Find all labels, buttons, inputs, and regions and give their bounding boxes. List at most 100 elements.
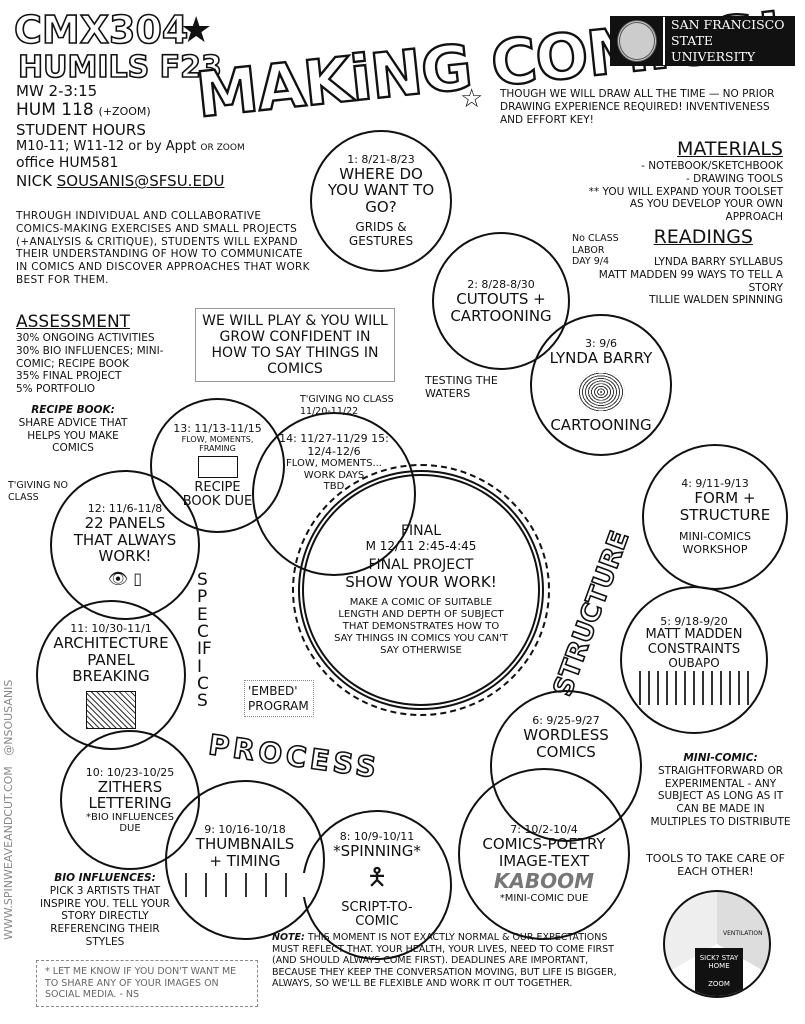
- specifics-label: SPECIFICS: [197, 570, 212, 712]
- no-class-labor-day: No CLASS LABOR DAY 9/4: [572, 233, 619, 268]
- week-title: *SPINNING*: [333, 842, 421, 860]
- materials-item: ** YOU WILL EXPAND YOUR TOOLSET AS YOU D…: [588, 185, 783, 224]
- social-media-note: * LET ME KNOW IF YOU DON'T WANT ME TO SH…: [36, 960, 258, 1007]
- kaboom-text: KABOOM: [493, 869, 595, 894]
- week-title: FLOW, MOMENTS, FRAMING: [181, 434, 254, 453]
- week-sub: MINI-COMICS WORKSHOP: [679, 530, 751, 556]
- week-sub: GRIDS & GESTURES: [348, 220, 414, 249]
- spiral-icon: [577, 370, 625, 413]
- week-date: 11: 10/30-11/1: [70, 622, 152, 635]
- week-title: FORM + STRUCTURE: [679, 489, 771, 524]
- week-title: THUMBNAILS + TIMING: [195, 835, 295, 870]
- room-note: (+ZOOM): [98, 105, 151, 119]
- mini-comic-text: STRAIGHTFORWARD OR EXPERIMENTAL - ANY SU…: [650, 764, 791, 828]
- course-code: CMX304: [13, 7, 189, 53]
- embed-program: 'EMBED' PROGRAM: [244, 680, 314, 718]
- hours: M10-11; W11-12 or by Appt: [16, 139, 197, 155]
- week-title: MATT MADDEN CONSTRAINTS: [645, 627, 743, 657]
- week-title: CUTOUTS + CARTOONING: [450, 290, 552, 325]
- week-date: 5: 9/18-9/20: [660, 615, 728, 629]
- email-link[interactable]: SOUSANIS@SFSU.EDU: [56, 172, 225, 191]
- seal-icon: [617, 20, 658, 62]
- logo-line1: SAN FRANCISCO: [671, 16, 785, 32]
- week-sub: OUBAPO: [668, 655, 720, 670]
- sick-text: SICK? STAY HOME: [699, 954, 739, 970]
- materials-heading: MATERIALS: [677, 138, 783, 160]
- week-date: 1: 8/21-8/23: [347, 152, 415, 166]
- maze-icon: [639, 670, 749, 705]
- assessment-item: 30% ONGOING ACTIVITIES: [16, 332, 155, 344]
- instructor: NICK: [16, 172, 52, 191]
- office: office HUM581: [16, 155, 119, 172]
- panel-break-icon: [86, 690, 136, 729]
- play-box: WE WILL PLAY & YOU WILL GROW CONFIDENT I…: [195, 308, 395, 382]
- star-icon: ☆: [460, 84, 484, 114]
- zoom-text: ZOOM: [708, 980, 730, 988]
- week-date: 2: 8/28-8/30: [467, 278, 535, 291]
- final-title2: SHOW YOUR WORK!: [345, 572, 497, 591]
- schedule: MW 2-3:15: [16, 82, 98, 100]
- materials-item: - NOTEBOOK/SKETCHBOOK: [641, 160, 783, 172]
- week-sub: SCRIPT-TO-COMIC: [341, 899, 413, 929]
- assessment-item: 35% FINAL PROJECT: [16, 370, 122, 383]
- course-description: THROUGH INDIVIDUAL AND COLLABORATIVE COM…: [16, 210, 310, 286]
- final-time: M 12/11 2:45-4:45: [365, 538, 477, 553]
- logo-line2: STATE UNIVERSITY: [671, 32, 756, 65]
- sfsu-logo: SAN FRANCISCO STATE UNIVERSITY: [610, 16, 795, 66]
- assessment-heading: ASSESSMENT: [16, 312, 131, 332]
- recipe-label: RECIPE BOOK:: [31, 404, 115, 416]
- stay-home-icon: SICK? STAY HOME ZOOM: [695, 948, 743, 996]
- week-title: ARCHITECTURE PANEL BREAKING: [53, 634, 169, 685]
- week-title: COMICS-POETRY IMAGE-TEXT: [482, 835, 606, 870]
- process-label: PROCESS: [206, 727, 383, 785]
- care-circle: SICK? STAY HOME ZOOM VENTILATION: [663, 890, 771, 998]
- week-date: 7: 10/2-10/4: [510, 823, 578, 837]
- week-date: 8: 10/9-10/11: [339, 830, 415, 843]
- bio-label: BIO INFLUENCES:: [54, 872, 156, 884]
- week-note: *MINI-COMIC DUE: [499, 893, 589, 905]
- week-sub: RECIPE BOOK DUE: [182, 479, 253, 510]
- week-sub: WORK DAYS TBD: [303, 469, 365, 493]
- testing-waters: TESTING THE WATERS: [425, 374, 498, 401]
- week-title: ZITHERS LETTERING: [88, 777, 172, 812]
- care-badge: TOOLS TO TAKE CARE OF EACH OTHER! SICK? …: [638, 852, 793, 1022]
- week-sub: CARTOONING: [550, 415, 652, 434]
- week-title: FLOW, MOMENTS...: [285, 458, 382, 469]
- final-title: FINAL PROJECT: [368, 556, 474, 573]
- room: HUM 118: [16, 100, 94, 121]
- dancer-icon: 🯅: [366, 862, 388, 891]
- ventilation-text: VENTILATION: [723, 930, 763, 937]
- week-title: WHERE DO YOU WANT TO GO?: [327, 164, 435, 216]
- week-date: 14: 11/27-11/29 15: 12/4-12/6: [279, 432, 389, 458]
- week-date: 3: 9/6: [585, 337, 617, 350]
- hours-alt: OR ZOOM: [200, 143, 245, 154]
- week-date: 12: 11/6-11/8: [87, 502, 163, 516]
- week-title: WORDLESS COMICS: [523, 726, 609, 761]
- final-text: MAKE A COMIC OF SUITABLE LENGTH AND DEPT…: [334, 596, 508, 657]
- care-ring-text: TOOLS TO TAKE CARE OF EACH OTHER!: [646, 852, 785, 879]
- tgiving-note-2: T'GIVING NO CLASS: [8, 480, 68, 503]
- reading-item: TILLIE WALDEN SPINNING: [649, 294, 783, 307]
- recipe-text: SHARE ADVICE THAT HELPS YOU MAKE COMICS: [18, 416, 128, 455]
- week-date: 9: 10/16-10/18: [204, 823, 286, 836]
- note-label: NOTE:: [272, 932, 305, 943]
- notebook-icon: [197, 455, 238, 478]
- website-credit: WWW.SPINWEAVEANDCUT.COM @NSOUSANIS: [2, 679, 15, 940]
- week-date: 4: 9/11-9/13: [681, 477, 749, 491]
- mini-comic-label: MINI-COMIC:: [683, 752, 758, 764]
- course-sub: HUMILS F23: [17, 49, 223, 86]
- hours-label: STUDENT HOURS: [16, 121, 146, 140]
- reading-item: MATT MADDEN 99 WAYS TO TELL A STORY: [598, 268, 783, 294]
- week-sub: *BIO INFLUENCES DUE: [86, 811, 174, 835]
